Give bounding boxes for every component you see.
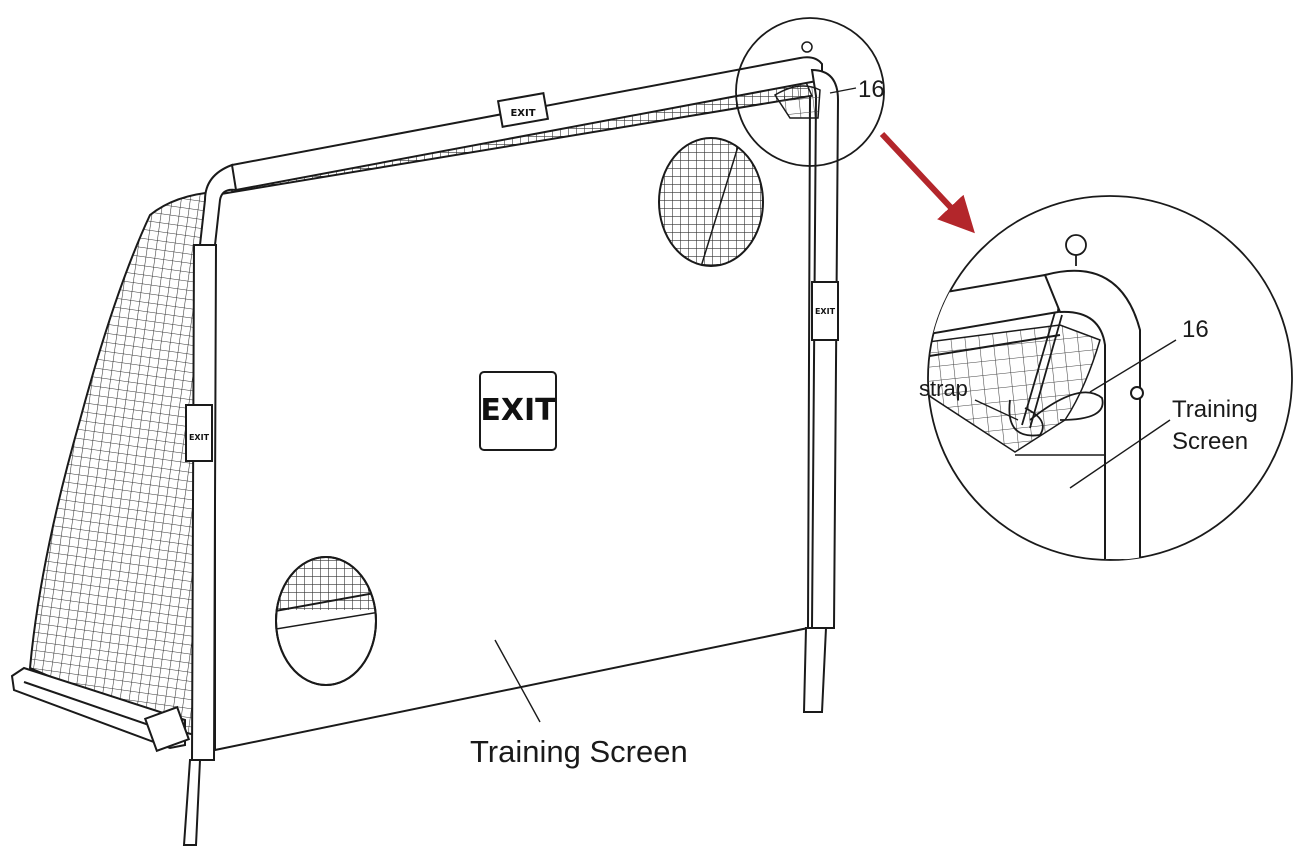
side-net [28, 190, 216, 742]
detail-screen-label-line2: Screen [1172, 428, 1248, 455]
top-right-hole [658, 137, 764, 267]
part-16-label-top: 16 [858, 76, 885, 103]
left-post-logo: EXIT [189, 433, 210, 442]
exit-logo: EXIT [479, 371, 557, 451]
part-16-label-detail: 16 [1182, 316, 1209, 343]
zoom-arrow [879, 131, 975, 234]
ground-frame [10, 666, 191, 753]
main-screen-label: Training Screen [470, 734, 688, 769]
training-screen-panel: EXIT [214, 94, 812, 752]
right-post: EXIT [802, 68, 840, 713]
bottom-left-hole [275, 556, 377, 686]
left-post: EXIT [182, 163, 238, 846]
crossbar-logo: EXIT [510, 108, 535, 119]
detail-circle [927, 195, 1293, 561]
main-screen-leader [494, 639, 541, 723]
detail-screen-label-line1: Training [1172, 396, 1258, 423]
small-zoom-circle [735, 17, 885, 167]
right-post-logo: EXIT [815, 307, 836, 316]
logo-text: EXIT [480, 393, 556, 428]
strap-label: strap [919, 376, 968, 401]
